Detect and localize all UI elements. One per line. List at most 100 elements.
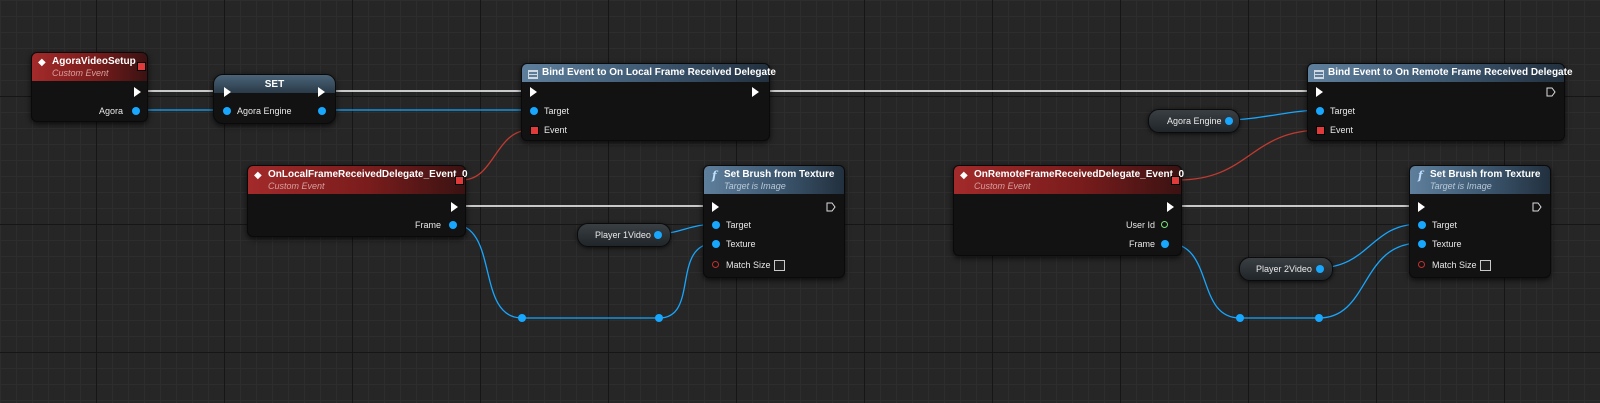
reroute-knot — [518, 314, 526, 322]
variable-label: Agora Engine — [1167, 116, 1222, 126]
user-id-out-pin[interactable] — [1161, 221, 1168, 228]
agora-engine-out-pin[interactable] — [318, 107, 326, 115]
node-title: Bind Event to On Local Frame Received De… — [542, 67, 776, 78]
agora-out-pin[interactable] — [132, 107, 140, 115]
node-subtitle: Custom Event — [268, 181, 325, 191]
set-brush-local-node[interactable]: f Set Brush from Texture Target is Image… — [703, 165, 845, 278]
pin-label-match-size: Match Size — [726, 260, 771, 270]
on-remote-frame-event-node[interactable]: ◆ OnRemoteFrameReceivedDelegate_Event_0 … — [953, 165, 1185, 256]
node-title: SET — [264, 79, 285, 90]
exec-out-pin[interactable] — [318, 87, 325, 97]
event-icon: ◆ — [960, 170, 968, 181]
node-subtitle: Custom Event — [52, 68, 109, 78]
exec-in-pin[interactable] — [1316, 87, 1323, 97]
bind-event-icon — [1314, 70, 1324, 79]
pin-label-target: Target — [1432, 220, 1458, 230]
event-icon: ◆ — [254, 170, 262, 181]
node-header: f Set Brush from Texture Target is Image — [704, 166, 844, 194]
exec-out-pin[interactable] — [451, 202, 458, 212]
pin-label-agora: Agora — [98, 106, 123, 116]
node-header: ◆ OnLocalFrameReceivedDelegate_Event_0 C… — [248, 166, 468, 194]
frame-out-pin[interactable] — [1161, 240, 1169, 248]
node-subtitle: Target is Image — [1430, 181, 1492, 191]
frame-wire — [1166, 242, 1421, 319]
pin-label-agora-engine: Agora Engine — [237, 106, 292, 116]
node-title: Bind Event to On Remote Frame Received D… — [1328, 67, 1573, 78]
bind-local-frame-node[interactable]: Bind Event to On Local Frame Received De… — [521, 63, 776, 141]
delegate-wire — [1177, 129, 1323, 181]
node-subtitle: Custom Event — [974, 181, 1031, 191]
match-size-checkbox[interactable] — [1480, 260, 1491, 271]
on-local-frame-event-node[interactable]: ◆ OnLocalFrameReceivedDelegate_Event_0 C… — [247, 165, 468, 237]
event-icon: ◆ — [38, 57, 46, 68]
node-header: SET — [214, 75, 335, 93]
exec-out-pin[interactable] — [752, 87, 759, 97]
target-in-pin[interactable] — [1316, 107, 1324, 115]
node-title: Set Brush from Texture — [724, 169, 835, 180]
node-header: Bind Event to On Remote Frame Received D… — [1308, 64, 1573, 82]
function-icon: f — [712, 169, 717, 182]
set-brush-remote-node[interactable]: f Set Brush from Texture Target is Image… — [1409, 165, 1551, 278]
node-title: Set Brush from Texture — [1430, 169, 1541, 180]
pin-label-texture: Texture — [1432, 239, 1462, 249]
node-header: f Set Brush from Texture Target is Image — [1410, 166, 1550, 194]
function-icon: f — [1418, 169, 1423, 182]
agora-engine-variable[interactable]: Agora Engine — [1148, 109, 1240, 133]
target-in-pin[interactable] — [530, 107, 538, 115]
exec-out-pin[interactable] — [1167, 202, 1174, 212]
pin-label-frame: Frame — [414, 220, 441, 230]
pin-label-frame: Frame — [1128, 239, 1155, 249]
pin-label-target: Target — [726, 220, 752, 230]
match-size-in-pin[interactable] — [712, 261, 719, 268]
exec-in-pin[interactable] — [712, 202, 719, 212]
node-header: ◆ OnRemoteFrameReceivedDelegate_Event_0 … — [954, 166, 1185, 194]
exec-out-pin[interactable] — [1546, 87, 1556, 97]
frame-out-pin[interactable] — [449, 221, 457, 229]
match-size-in-pin[interactable] — [1418, 261, 1425, 268]
match-size-checkbox[interactable] — [774, 260, 785, 271]
reroute-knot — [1315, 314, 1323, 322]
node-header: ◆ AgoraVideoSetup Custom Event — [32, 53, 147, 81]
node-title: OnRemoteFrameReceivedDelegate_Event_0 — [974, 169, 1185, 180]
node-subtitle: Target is Image — [724, 181, 786, 191]
output-delegate-pin[interactable] — [137, 62, 146, 71]
variable-out-pin[interactable] — [654, 231, 662, 239]
exec-in-pin[interactable] — [530, 87, 537, 97]
output-delegate-pin[interactable] — [455, 176, 464, 185]
player2-video-variable[interactable]: Player 2Video — [1239, 257, 1333, 281]
reroute-knot — [655, 314, 663, 322]
pin-label-event: Event — [1330, 125, 1354, 135]
player1-video-variable[interactable]: Player 1Video — [577, 223, 671, 247]
agora-engine-in-pin[interactable] — [223, 107, 231, 115]
pin-label-event: Event — [544, 125, 568, 135]
exec-out-pin[interactable] — [1532, 202, 1542, 212]
pin-label-match-size: Match Size — [1432, 260, 1477, 270]
variable-out-pin[interactable] — [1225, 117, 1233, 125]
variable-label: Player 1Video — [595, 230, 651, 240]
pin-label-user-id: User Id — [1125, 220, 1155, 230]
texture-in-pin[interactable] — [1418, 240, 1426, 248]
variable-out-pin[interactable] — [1316, 265, 1324, 273]
event-in-pin[interactable] — [530, 126, 539, 135]
exec-in-pin[interactable] — [1418, 202, 1425, 212]
exec-in-pin[interactable] — [224, 87, 231, 97]
variable-label: Player 2Video — [1256, 264, 1312, 274]
target-in-pin[interactable] — [712, 221, 720, 229]
output-delegate-pin[interactable] — [1171, 176, 1180, 185]
event-in-pin[interactable] — [1316, 126, 1325, 135]
exec-out-pin[interactable] — [134, 87, 141, 97]
node-title: OnLocalFrameReceivedDelegate_Event_0 — [268, 169, 468, 180]
agora-video-setup-node[interactable]: ◆ AgoraVideoSetup Custom Event Agora — [31, 52, 148, 122]
exec-out-pin[interactable] — [826, 202, 836, 212]
bind-remote-frame-node[interactable]: Bind Event to On Remote Frame Received D… — [1307, 63, 1573, 141]
bind-event-icon — [528, 70, 538, 79]
node-header: Bind Event to On Local Frame Received De… — [522, 64, 776, 82]
pin-label-texture: Texture — [726, 239, 756, 249]
pin-label-target: Target — [544, 106, 570, 116]
node-title: AgoraVideoSetup — [52, 56, 136, 67]
target-in-pin[interactable] — [1418, 221, 1426, 229]
set-node[interactable]: SET Agora Engine — [213, 74, 336, 124]
delegate-wire — [461, 129, 531, 181]
texture-in-pin[interactable] — [712, 240, 720, 248]
